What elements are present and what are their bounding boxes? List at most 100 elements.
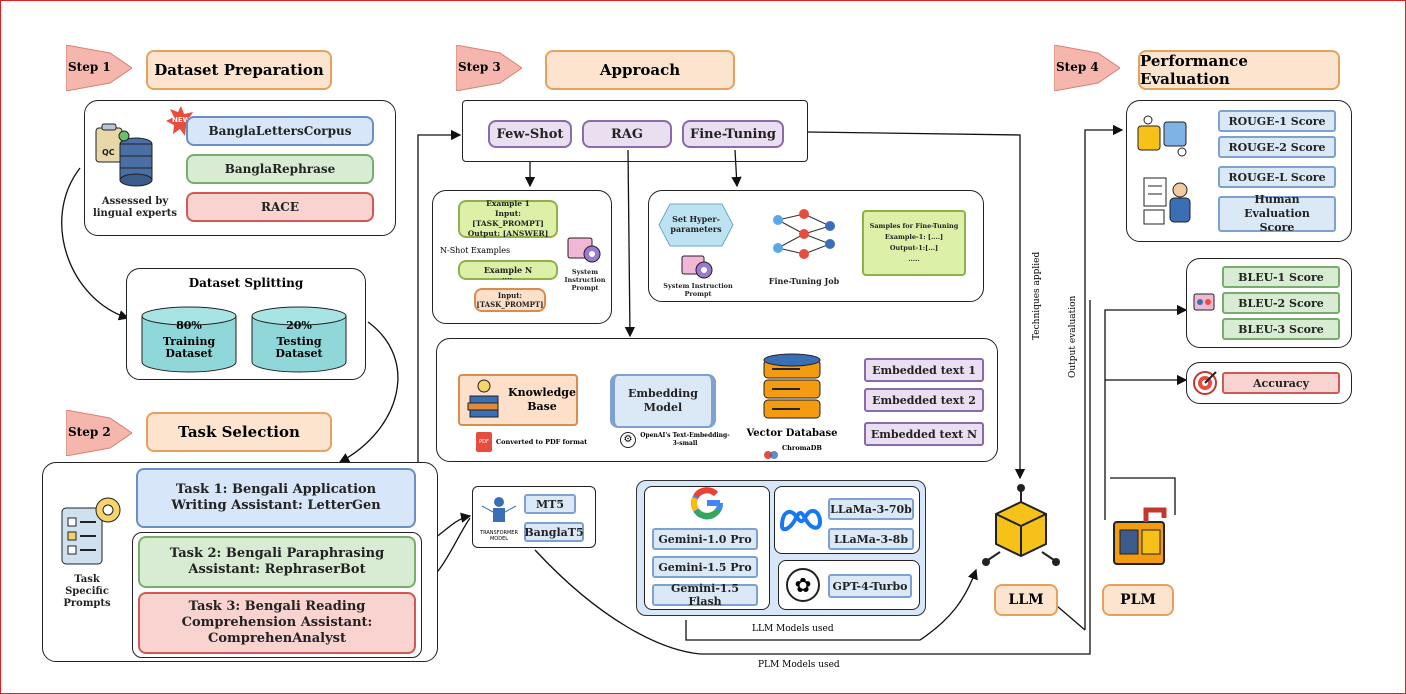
dataset-item-0: BanglaLettersCorpus (186, 116, 374, 146)
performance-evaluation-title: Performance Evaluation (1138, 50, 1340, 90)
rouge-item-3: Human Evaluation Score (1218, 193, 1336, 234)
testing-cylinder (250, 306, 348, 374)
plm-models-used-label: PLM Models used (758, 660, 840, 670)
method-finetuning: Fine-Tuning (682, 120, 784, 148)
methods-panel (462, 100, 808, 162)
llama-model-1: LLaMa-3-8b (828, 528, 914, 550)
embedded-text-1: Embedded text 2 (864, 388, 984, 412)
dataset-preparation-title: Dataset Preparation (146, 50, 332, 90)
pdf-label: Converted to PDF format (496, 438, 588, 446)
bleu-item-0: BLEU-1 Score (1222, 266, 1340, 288)
step4-arrow: Step 4 (1053, 44, 1121, 92)
accuracy-item: Accuracy (1222, 372, 1340, 394)
plm-model-1: BanglaT5 (524, 522, 584, 542)
step4-label: Step 4 (1056, 60, 1099, 74)
chromadb-icon (764, 444, 778, 459)
new-badge-text: NEW (172, 116, 191, 124)
rouge-item-0: ROUGE-1 Score (1218, 110, 1336, 132)
task-selection-title: Task Selection (146, 412, 332, 452)
embedding-model: Embedding Model (610, 374, 716, 428)
gpt-model-0: GPT-4-Turbo (828, 574, 912, 598)
rouge-item-2: ROUGE-L Score (1218, 166, 1336, 188)
ft-sys-label: System Instruction Prompt (663, 282, 733, 298)
fewshot-input: Input: [TASK_PROMPT] (474, 288, 546, 312)
meta-icon (778, 506, 824, 532)
target-icon (1192, 370, 1218, 396)
books-icon (464, 378, 504, 422)
llm-label: LLM (994, 584, 1058, 616)
neural-network-icon (770, 206, 838, 262)
vector-db-label: Vector Database (746, 428, 838, 439)
ft-samples: Samples for Fine-Tuning Example-1: [....… (862, 210, 966, 276)
nshot-label: N-Shot Examples (440, 246, 511, 255)
qc-database-icon: QC (92, 122, 162, 190)
task-item-1: Task 2: Bengali Paraphrasing Assistant: … (138, 536, 416, 588)
evaluator-icon (1140, 176, 1196, 228)
techniques-applied-label: Techniques applied (1032, 251, 1042, 340)
gemini-model-0: Gemini-1.0 Pro (652, 528, 758, 550)
google-icon (690, 486, 724, 520)
step1-label: Step 1 (68, 60, 111, 74)
chromadb-label: ChromaDB (782, 444, 822, 452)
openai-label: OpenAI's Text-Embedding-3-small (640, 432, 730, 447)
qc-text: QC (102, 148, 115, 157)
embedded-text-2: Embedded text N (864, 422, 984, 446)
plm-label: PLM (1102, 584, 1174, 616)
vector-database-icon (760, 352, 824, 424)
plm-model-0: MT5 (524, 494, 576, 514)
gemini-model-1: Gemini-1.5 Pro (652, 556, 758, 578)
llm-cube-icon (978, 482, 1064, 572)
step2-label: Step 2 (68, 425, 111, 439)
splitting-title: Dataset Splitting (188, 276, 304, 290)
llama-model-0: LLaMa-3-70b (828, 498, 914, 520)
fewshot-dots: .... (502, 272, 513, 281)
pdf-icon: PDF (476, 432, 492, 452)
ft-system-prompt-icon (680, 254, 716, 282)
method-rag: RAG (582, 120, 672, 148)
step3-arrow: Step 3 (455, 44, 523, 92)
step3-label: Step 3 (458, 60, 501, 74)
task-item-2: Task 3: Bengali Reading Comprehension As… (138, 592, 416, 654)
knowledge-base-label: Knowledge Base (508, 386, 576, 413)
ft-job-label: Fine-Tuning Job (768, 276, 840, 286)
hyperparam-hexagon (658, 202, 734, 248)
testing-text: 20% Testing Dataset (250, 320, 348, 360)
comparison-icon (1134, 112, 1198, 160)
training-text: 80% Training Dataset (140, 320, 238, 360)
task-group (132, 532, 422, 658)
openai-logo-icon: ✿ (786, 568, 820, 602)
plm-machine-icon (1108, 504, 1172, 572)
task-item-0: Task 1: Bengali Application Writing Assi… (136, 468, 416, 528)
output-evaluation-label: Output evaluation (1068, 295, 1078, 378)
method-fewshot: Few-Shot (488, 120, 572, 148)
gemini-model-2: Gemini-1.5 Flash (652, 582, 758, 608)
fewshot-example1: Example 1 Input: [TASK_PROMPT] Output: [… (458, 199, 558, 238)
openai-icon: ⚙ (620, 432, 636, 448)
new-badge: NEW (166, 106, 196, 136)
task-prompts-icon (56, 494, 126, 568)
dataset-item-1: BanglaRephrase (186, 154, 374, 184)
bleu-item-1: BLEU-2 Score (1222, 292, 1340, 314)
training-pct: 80% (176, 319, 202, 332)
approach-title: Approach (545, 50, 735, 90)
rouge-item-1: ROUGE-2 Score (1218, 136, 1336, 158)
transformer-label: TRANSFORMER MODEL (480, 530, 518, 542)
testing-label: Testing Dataset (275, 335, 323, 360)
step1-arrow: Step 1 (65, 44, 133, 92)
system-prompt-icon (566, 236, 602, 266)
transformer-icon (478, 492, 520, 532)
hyperparam-label: Set Hyper-parameters (670, 214, 722, 234)
fewshot-sys-label: System Instruction Prompt (564, 268, 606, 292)
training-label: Training Dataset (162, 335, 216, 360)
dataset-item-2: RACE (186, 192, 374, 222)
embedded-text-0: Embedded text 1 (864, 358, 984, 382)
assessed-label: Assessed by lingual experts (92, 196, 178, 219)
task-prompts-label: Task Specific Prompts (63, 574, 111, 609)
step2-arrow: Step 2 (65, 409, 133, 457)
fewshot-exampleN: Example N (458, 260, 558, 280)
testing-pct: 20% (286, 319, 312, 332)
training-cylinder (140, 306, 238, 374)
bleu-item-2: BLEU-3 Score (1222, 318, 1340, 340)
llm-models-used-label: LLM Models used (752, 624, 834, 634)
bleu-icon (1192, 290, 1216, 314)
